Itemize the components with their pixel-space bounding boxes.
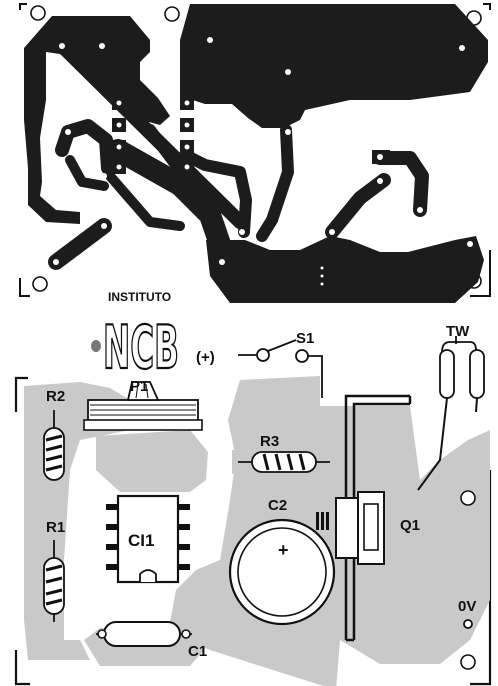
label-c2: C2 bbox=[268, 497, 287, 514]
capacitor-c2 bbox=[228, 518, 336, 626]
label-ci1: CI1 bbox=[128, 531, 154, 550]
label-plus: (+) bbox=[196, 349, 215, 366]
resistor-r1 bbox=[43, 540, 65, 622]
capacitor-c1 bbox=[96, 621, 192, 647]
mounting-hole bbox=[460, 490, 476, 506]
component-layout bbox=[14, 336, 492, 686]
switch-s1 bbox=[238, 339, 323, 398]
gray-trace-main bbox=[170, 376, 490, 686]
mounting-hole bbox=[32, 276, 48, 292]
label-c1: C1 bbox=[188, 643, 207, 660]
mounting-hole bbox=[30, 5, 46, 21]
copper-pour-left bbox=[24, 16, 170, 224]
label-tw: TW bbox=[446, 323, 470, 340]
label-s1: S1 bbox=[296, 330, 314, 347]
institute-logo: INSTITUTO NCB bbox=[91, 290, 180, 384]
ic-ci1 bbox=[106, 494, 190, 584]
logo-line2: NCB bbox=[103, 313, 179, 383]
copper-layout bbox=[19, 3, 491, 303]
label-p1: P1 bbox=[130, 378, 148, 395]
label-c2-polarity: + bbox=[278, 540, 289, 560]
tweeter-tw bbox=[417, 336, 485, 491]
potentiometer-p1 bbox=[83, 381, 203, 431]
mounting-hole bbox=[164, 6, 180, 22]
transistor-q1 bbox=[316, 394, 412, 642]
resistor-r2 bbox=[43, 410, 65, 481]
label-r1: R1 bbox=[46, 519, 65, 536]
ground-pad-0v bbox=[463, 619, 473, 629]
label-r2: R2 bbox=[46, 388, 65, 405]
label-0v: 0V bbox=[458, 598, 476, 615]
label-q1: Q1 bbox=[400, 517, 420, 534]
resistor-r3 bbox=[238, 451, 330, 473]
copper-pour-right bbox=[180, 4, 488, 128]
copper-pour-bottom bbox=[206, 236, 484, 303]
component-labels: S1 (+) TW R2 P1 R3 R1 CI1 C2 + Q1 C1 0V bbox=[46, 323, 476, 660]
gray-trace-mid bbox=[96, 430, 208, 492]
label-r3: R3 bbox=[260, 433, 279, 450]
mounting-hole bbox=[460, 654, 476, 670]
logo-line1: INSTITUTO bbox=[108, 290, 171, 304]
